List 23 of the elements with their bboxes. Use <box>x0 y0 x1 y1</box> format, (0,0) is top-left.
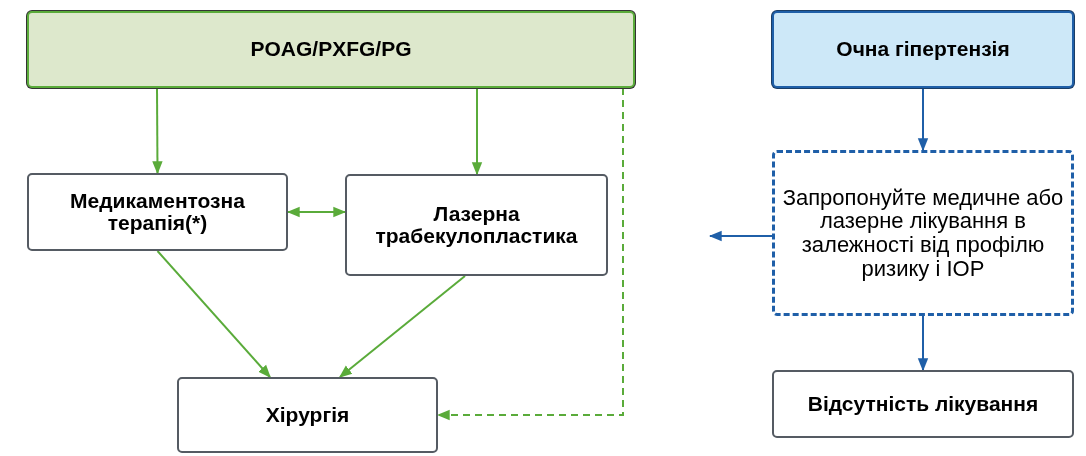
arrow <box>156 250 271 378</box>
arrow <box>708 230 773 242</box>
category-box <box>27 11 635 88</box>
double-arrow <box>286 206 347 218</box>
box-text: Відсутність лікування <box>807 392 1039 415</box>
category-box <box>772 11 1074 88</box>
process-box <box>27 173 288 251</box>
box-text: POAG/PXFG/PG <box>250 38 412 61</box>
process-box <box>345 174 608 276</box>
box-text: Очна гіпертензія <box>836 38 1010 61</box>
dashed-arrow <box>436 87 624 421</box>
box-text: Хірургія <box>265 403 350 426</box>
recommendation-box <box>772 150 1074 316</box>
arrow <box>152 87 163 175</box>
box-text: Лазерна трабекулопластика <box>374 202 579 248</box>
arrow <box>917 315 929 372</box>
arrow <box>917 87 929 152</box>
arrow <box>471 87 483 176</box>
box-text: Запропонуйте медичне або лазерне лікування в залежності від профілю ризику і IOP <box>781 185 1065 281</box>
process-box <box>177 377 438 453</box>
arrow <box>339 275 466 378</box>
process-box <box>772 370 1074 438</box>
box-text: Медикаментозна терапія(*) <box>69 189 246 235</box>
